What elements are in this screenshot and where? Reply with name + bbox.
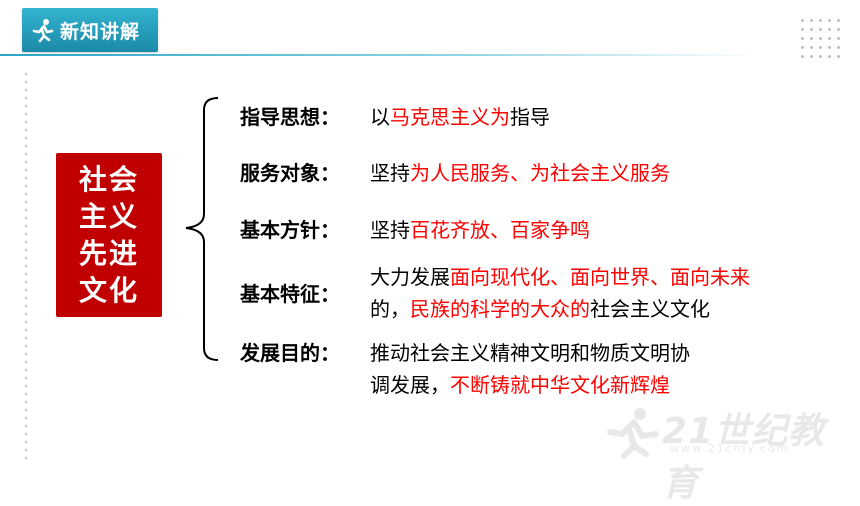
left-brace	[185, 97, 219, 361]
dot-grid-decoration	[798, 16, 846, 58]
row-content-line: 推动社会主义精神文明和物质文明协	[370, 337, 690, 369]
highlight-text: 民族的科学的大众的	[410, 297, 590, 321]
row-content: 坚持百花齐放、百家争鸣	[370, 214, 590, 246]
plain-text: 指导	[510, 105, 550, 129]
plain-text: 坚持	[370, 218, 410, 242]
watermark-runner-icon	[607, 408, 659, 459]
row-label: 指导思想：	[240, 105, 340, 129]
highlight-text: 为人民服务、为社会主义服务	[410, 161, 670, 185]
badge-label: 新知讲解	[60, 20, 141, 43]
watermark-logo: 21世纪教育 www.21cnjy.com	[604, 402, 844, 504]
row-content-line: 的，民族的科学的大众的社会主义文化	[370, 293, 750, 325]
row-label: 基本方针：	[240, 218, 340, 242]
plain-text: 坚持	[370, 161, 410, 185]
highlight-text: 面向现代化、面向世界、面向未来	[450, 265, 750, 289]
row-label: 服务对象：	[240, 161, 340, 185]
row-label: 基本特征：	[240, 282, 340, 306]
row-content-line: 坚持为人民服务、为社会主义服务	[370, 157, 670, 189]
highlight-text: 马克思主义为	[390, 105, 510, 129]
main-topic-title: 社会主义先进文化	[78, 163, 139, 307]
header-divider	[0, 54, 760, 56]
plain-text: 推动社会主义精神文明和物质文明协	[370, 341, 690, 365]
watermark-url: www.21cnjy.com	[670, 442, 790, 455]
plain-text: 的，	[370, 297, 410, 321]
dotted-line-decoration	[24, 70, 28, 460]
row-content: 坚持为人民服务、为社会主义服务	[370, 157, 670, 189]
row-content: 以马克思主义为指导	[370, 101, 550, 133]
plain-text: 调发展，	[370, 373, 450, 397]
plain-text: 社会主义文化	[590, 297, 710, 321]
main-topic-box: 社会主义先进文化	[56, 153, 162, 317]
section-badge: 新知讲解	[22, 8, 158, 52]
row-content: 大力发展面向现代化、面向世界、面向未来 的，民族的科学的大众的社会主义文化	[370, 261, 750, 325]
row-content: 推动社会主义精神文明和物质文明协 调发展，不断铸就中华文化新辉煌	[370, 337, 690, 401]
row-content-line: 大力发展面向现代化、面向世界、面向未来	[370, 261, 750, 293]
row-content-line: 调发展，不断铸就中华文化新辉煌	[370, 369, 690, 401]
highlight-text: 不断铸就中华文化新辉煌	[450, 373, 670, 397]
highlight-text: 百花齐放、百家争鸣	[410, 218, 590, 242]
runner-icon	[32, 19, 54, 43]
row-label: 发展目的：	[240, 341, 340, 365]
plain-text: 以	[370, 105, 390, 129]
row-content-line: 坚持百花齐放、百家争鸣	[370, 214, 590, 246]
row-content-line: 以马克思主义为指导	[370, 101, 550, 133]
plain-text: 大力发展	[370, 265, 450, 289]
